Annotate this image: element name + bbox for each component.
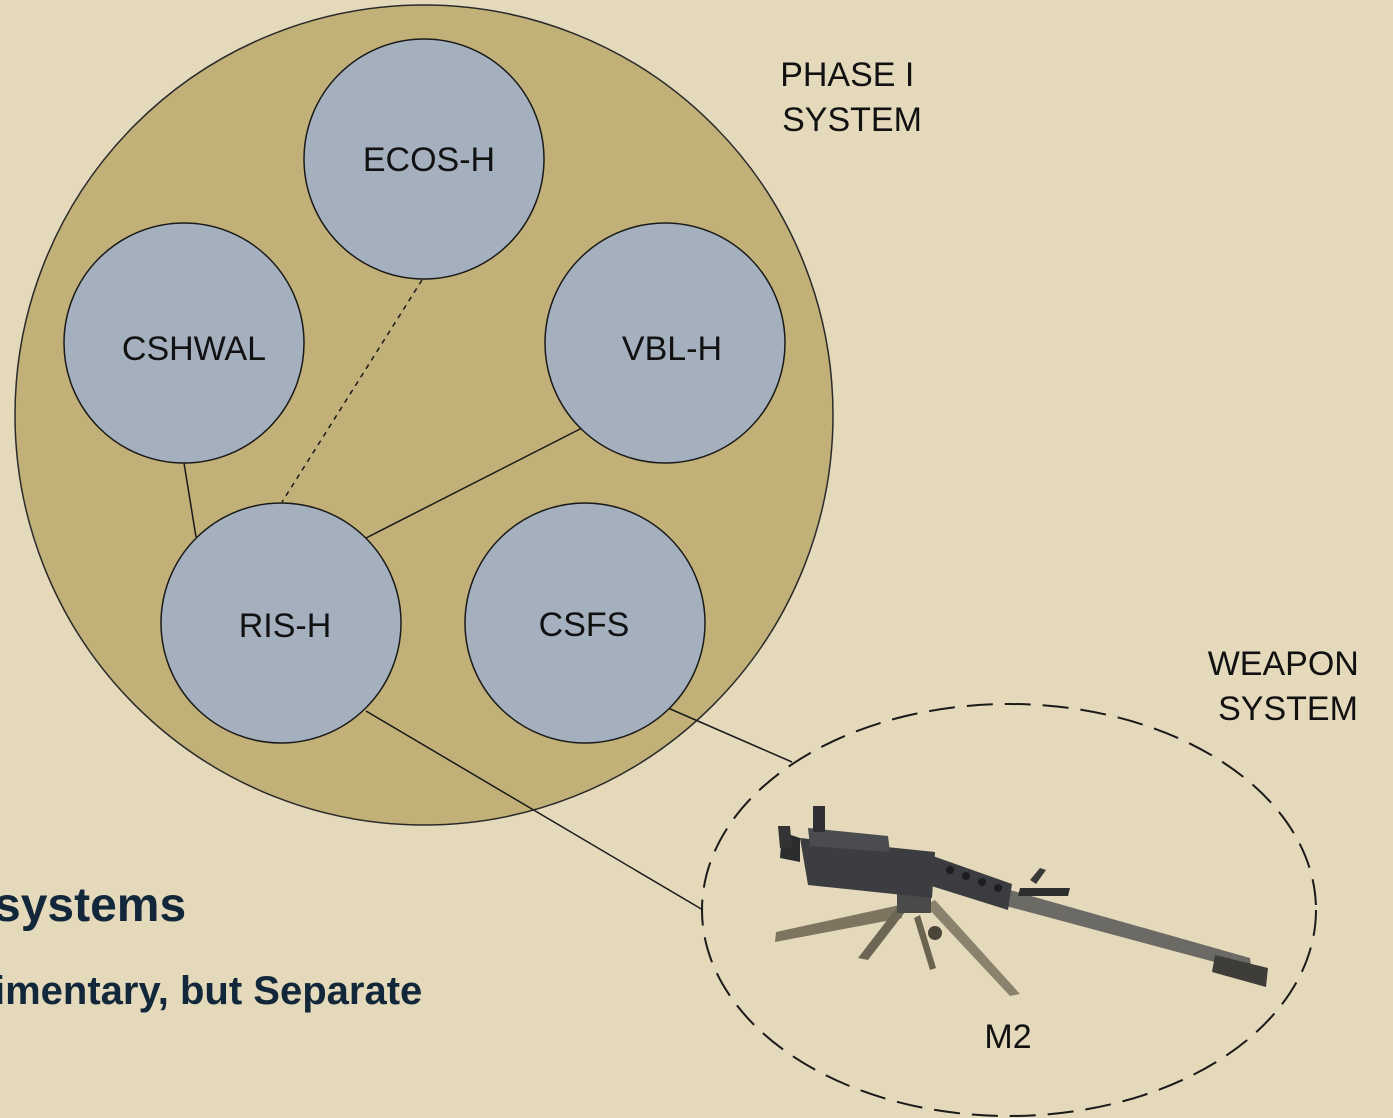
- caption-systems: systems: [0, 879, 187, 932]
- weapon-name-label: M2: [984, 1018, 1031, 1056]
- weapon-system-label: WEAPON SYSTEM: [1208, 645, 1369, 728]
- node-vbl-h-label: VBL-H: [622, 330, 722, 368]
- node-ecos-h: ECOS-H: [303, 38, 545, 280]
- phase-one-label-line1: PHASE I: [780, 56, 914, 94]
- node-ecos-h-label: ECOS-H: [363, 141, 495, 179]
- phase-one-label: PHASE I SYSTEM: [780, 56, 924, 139]
- connector-csfs-weapon: [667, 707, 793, 763]
- node-cshwal: CSHWAL: [63, 222, 305, 464]
- node-cshwal-label: CSHWAL: [122, 330, 266, 368]
- node-vbl-h: VBL-H: [544, 222, 786, 464]
- weapon-system-ellipse: [701, 703, 1317, 1117]
- node-csfs: CSFS: [464, 502, 706, 744]
- machine-gun-icon: [775, 806, 1268, 996]
- connector-ris-weapon: [365, 710, 704, 911]
- node-csfs-label: CSFS: [539, 606, 630, 644]
- connector-cshwal-ris: [183, 462, 197, 538]
- connector-ecos-ris-dashed: [281, 279, 423, 503]
- weapon-system-label-line1: WEAPON: [1208, 645, 1359, 683]
- connector-vbl-ris: [365, 427, 583, 539]
- node-ris-h-label: RIS-H: [239, 607, 332, 645]
- phase-one-label-line2: SYSTEM: [782, 101, 922, 139]
- node-ris-h: RIS-H: [160, 502, 402, 744]
- caption-complementary-separate: imentary, but Separate: [0, 969, 423, 1013]
- weapon-system-label-line2: SYSTEM: [1218, 690, 1358, 728]
